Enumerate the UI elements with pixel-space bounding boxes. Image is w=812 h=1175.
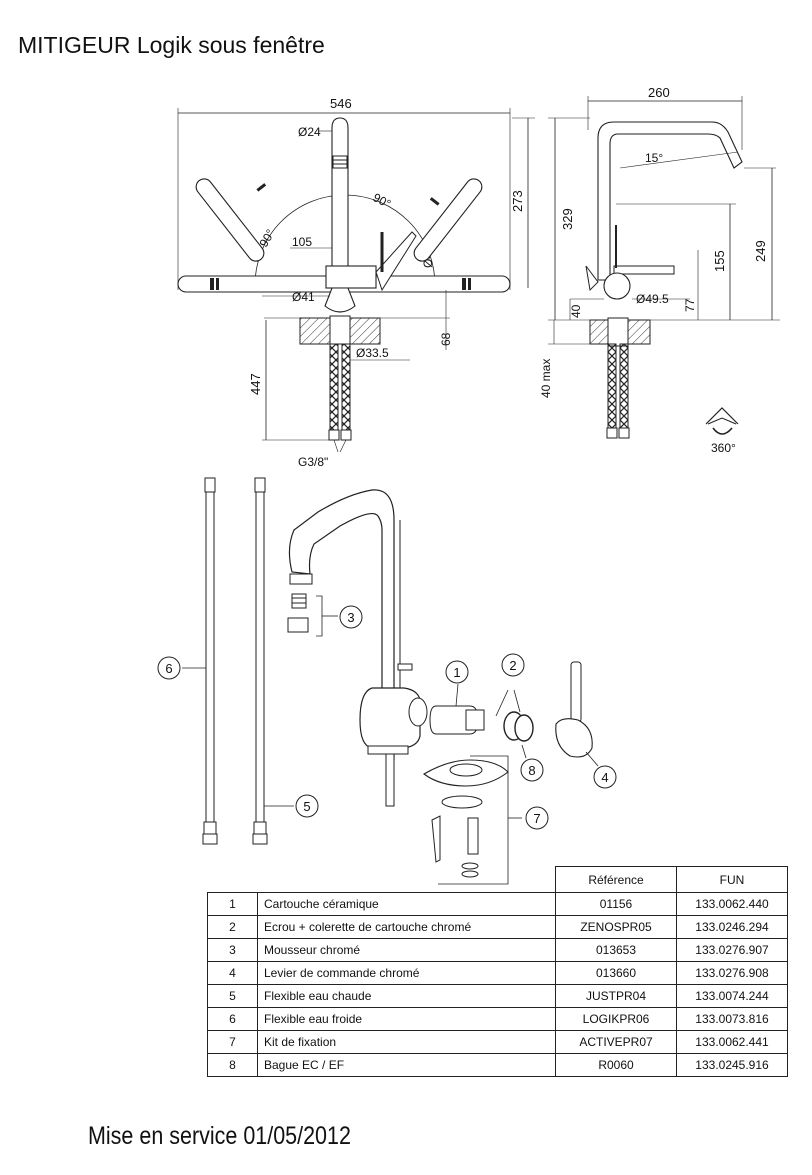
dim-273: 273 bbox=[510, 190, 525, 212]
callout-2: 2 bbox=[509, 658, 516, 673]
side-view: 260 15° 329 249 155 77 Ø49.5 40 40 max bbox=[539, 85, 780, 455]
table-row: 6 Flexible eau froide LOGIKPR06 133.0073… bbox=[207, 1007, 788, 1031]
dim-260: 260 bbox=[648, 85, 670, 100]
exploded-view: 6 5 3 1 2 8 4 7 bbox=[157, 477, 617, 885]
callout-8: 8 bbox=[528, 763, 535, 778]
diameter-41: Ø41 bbox=[292, 290, 315, 304]
callout-1: 1 bbox=[453, 665, 460, 680]
diameter-49-5: Ø49.5 bbox=[636, 292, 669, 306]
callout-7: 7 bbox=[533, 811, 540, 826]
dim-447: 447 bbox=[248, 373, 263, 395]
front-view: 546 273 90° 90° 105 Ø42 Ø24 bbox=[177, 96, 535, 469]
dim-77: 77 bbox=[683, 298, 697, 312]
dim-68: 68 bbox=[439, 332, 453, 346]
angle-right: 90° bbox=[371, 190, 394, 211]
page-title: MITIGEUR Logik sous fenêtre bbox=[18, 32, 325, 58]
table-row: 3 Mousseur chromé 013653 133.0276.907 bbox=[207, 938, 788, 962]
commissioning-date: Mise en service 01/05/2012 bbox=[88, 1122, 351, 1150]
dim-40-max: 40 max bbox=[539, 359, 553, 398]
callout-6: 6 bbox=[165, 661, 172, 676]
angle-15: 15° bbox=[645, 151, 663, 165]
dim-105: 105 bbox=[292, 235, 312, 249]
table-row: 5 Flexible eau chaude JUSTPR04 133.0074.… bbox=[207, 984, 788, 1008]
dim-546: 546 bbox=[330, 96, 352, 111]
callout-5: 5 bbox=[303, 799, 310, 814]
dim-155: 155 bbox=[712, 250, 727, 272]
rotation-label: 360° bbox=[711, 441, 736, 455]
header-fun: FUN bbox=[676, 866, 788, 893]
table-row: 7 Kit de fixation ACTIVEPR07 133.0062.44… bbox=[207, 1030, 788, 1054]
dim-40: 40 bbox=[569, 304, 583, 318]
dim-329: 329 bbox=[560, 208, 575, 230]
rotation-icon: 360° bbox=[705, 407, 739, 455]
thread-size: G3/8" bbox=[298, 455, 328, 469]
parts-table: Référence FUN 1 Cartouche céramique 0115… bbox=[207, 866, 788, 1077]
table-row: 1 Cartouche céramique 01156 133.0062.440 bbox=[207, 892, 788, 916]
callout-3: 3 bbox=[347, 610, 354, 625]
table-row: 4 Levier de commande chromé 013660 133.0… bbox=[207, 961, 788, 985]
dim-249: 249 bbox=[753, 240, 768, 262]
header-reference: Référence bbox=[555, 866, 677, 893]
table-header-row: Référence FUN bbox=[208, 866, 788, 893]
table-row: 8 Bague EC / EF R0060 133.0245.916 bbox=[207, 1053, 788, 1077]
table-row: 2 Ecrou + colerette de cartouche chromé … bbox=[207, 915, 788, 939]
diameter-33-5: Ø33.5 bbox=[356, 346, 389, 360]
callout-4: 4 bbox=[601, 770, 608, 785]
diameter-24: Ø24 bbox=[298, 125, 321, 139]
